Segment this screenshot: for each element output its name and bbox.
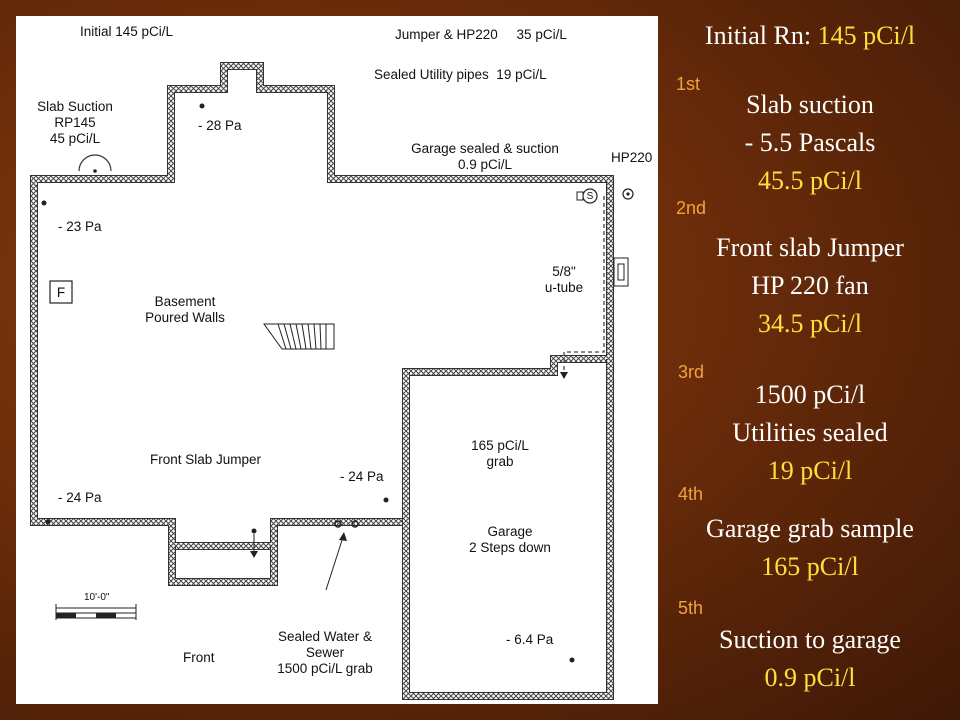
step-2-value: 34.5 pCi/l bbox=[757, 309, 862, 338]
initial-radon-heading: Initial Rn: 145 pCi/l bbox=[704, 21, 916, 50]
step-1-text-2: - 5.5 Pascals bbox=[744, 128, 876, 157]
pressure-6-4pa: - 6.4 Pa bbox=[506, 632, 554, 647]
suction-symbol-label: S bbox=[586, 191, 594, 202]
step-4-text: Garage grab sample bbox=[706, 514, 914, 543]
garage-walls bbox=[402, 359, 614, 700]
step-5-text: Suction to garage bbox=[719, 625, 901, 654]
floor-plan-drawing bbox=[30, 62, 634, 700]
step-5-number: 5th bbox=[678, 598, 704, 618]
step-1-value: 45.5 pCi/l bbox=[757, 166, 862, 195]
jumper-hp-label: Jumper & HP220 35 pCi/L bbox=[395, 27, 567, 42]
step-3-text-2: Utilities sealed bbox=[732, 418, 888, 447]
suction-pipe-route bbox=[563, 196, 605, 374]
pressure-23pa: - 23 Pa bbox=[58, 219, 102, 234]
slab-suction-point bbox=[78, 154, 112, 172]
results-summary: Initial Rn: 145 pCi/l 1st Slab suction -… bbox=[660, 0, 960, 720]
stairs bbox=[263, 323, 335, 350]
step-3-number: 3rd bbox=[678, 362, 705, 382]
step-1-number: 1st bbox=[676, 74, 701, 94]
step-2-text: Front slab Jumper bbox=[716, 233, 904, 262]
step-3-value: 19 pCi/l bbox=[767, 456, 853, 485]
step-2-text-2: HP 220 fan bbox=[751, 271, 869, 300]
sealed-utility-label: Sealed Utility pipes 19 pCi/L bbox=[374, 67, 547, 82]
furnace-label: F bbox=[56, 285, 66, 300]
pressure-28pa: - 28 Pa bbox=[198, 118, 242, 133]
pressure-24pa-mid: - 24 Pa bbox=[340, 469, 384, 484]
initial-reading: Initial 145 pCi/L bbox=[80, 24, 174, 39]
step-3-text: 1500 pCi/l bbox=[754, 380, 866, 409]
utube-label: 5/8"u-tube bbox=[544, 264, 584, 295]
step-2-number: 2nd bbox=[676, 198, 707, 218]
step-5-value: 0.9 pCi/l bbox=[764, 663, 856, 692]
step-1-text: Slab suction bbox=[746, 90, 874, 119]
front-bump-walls bbox=[168, 546, 278, 586]
step-4-value: 165 pCi/l bbox=[761, 552, 859, 581]
front-label: Front bbox=[183, 650, 215, 665]
pressure-24pa-left: - 24 Pa bbox=[58, 490, 102, 505]
furnace-box bbox=[49, 280, 73, 304]
scale-bar bbox=[55, 604, 137, 620]
hp220-label: HP220 bbox=[611, 150, 653, 165]
front-slab-jumper-label: Front Slab Jumper bbox=[150, 452, 262, 467]
scale-label: 10'-0" bbox=[84, 592, 110, 603]
step-4-number: 4th bbox=[678, 484, 704, 504]
